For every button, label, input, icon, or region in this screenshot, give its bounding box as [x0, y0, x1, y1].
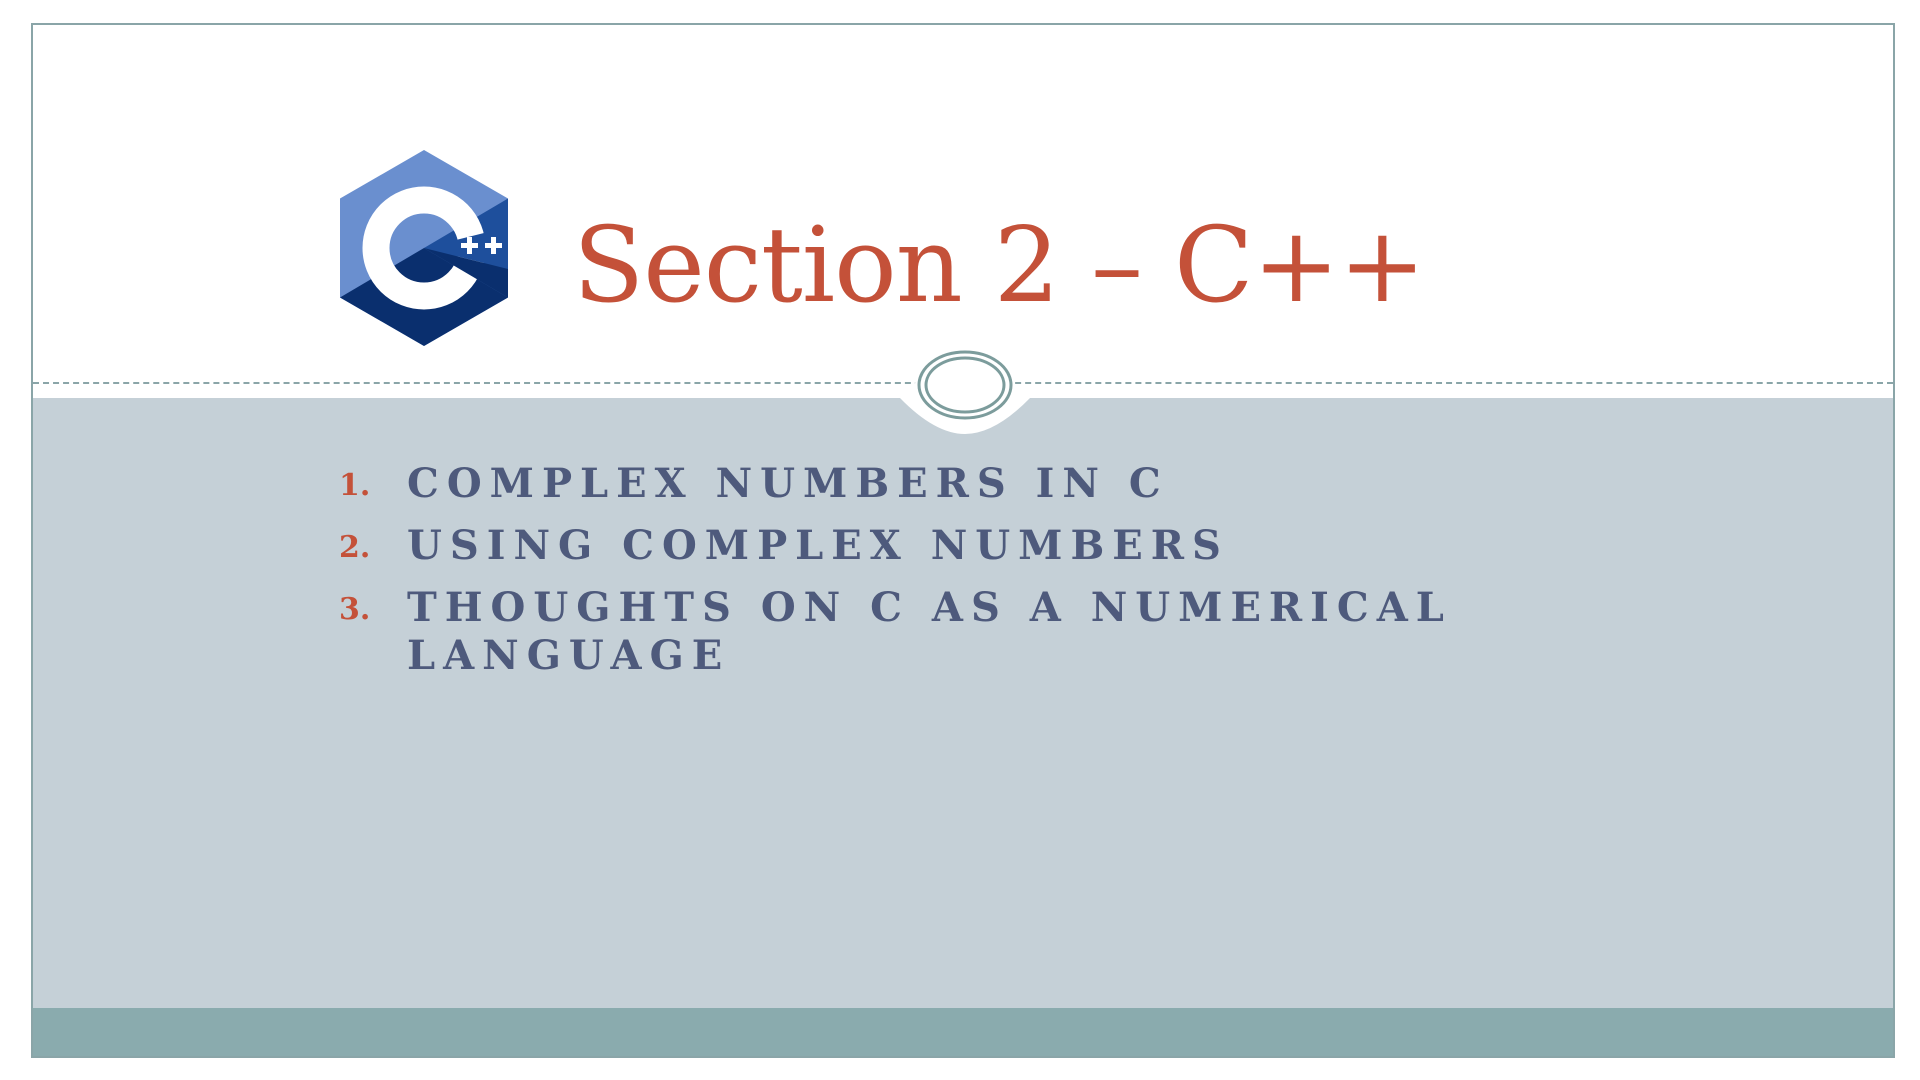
agenda-number: 1. [339, 468, 371, 503]
agenda-list: 1. Complex numbers in C 2. Using complex… [303, 460, 1503, 694]
cpp-logo-icon [340, 150, 508, 346]
slide: Section 2 – C++ 1. Complex numbers in C … [31, 23, 1895, 1058]
double-oval-ornament-icon [900, 349, 1030, 434]
title-area: Section 2 – C++ [33, 25, 1893, 383]
slide-title: Section 2 – C++ [573, 204, 1426, 326]
agenda-text: Using complex numbers [407, 522, 1229, 569]
agenda-text: Complex numbers in C [407, 460, 1169, 507]
agenda-item: 1. Complex numbers in C [303, 460, 1503, 508]
agenda-item: 3. Thoughts on C as a numerical language [303, 584, 1503, 680]
agenda-number: 3. [339, 592, 371, 627]
agenda-number: 2. [339, 530, 371, 565]
agenda-text: Thoughts on C as a numerical language [407, 584, 1452, 679]
content-area [33, 398, 1893, 1013]
agenda-item: 2. Using complex numbers [303, 522, 1503, 570]
footer-bar [33, 1008, 1893, 1056]
